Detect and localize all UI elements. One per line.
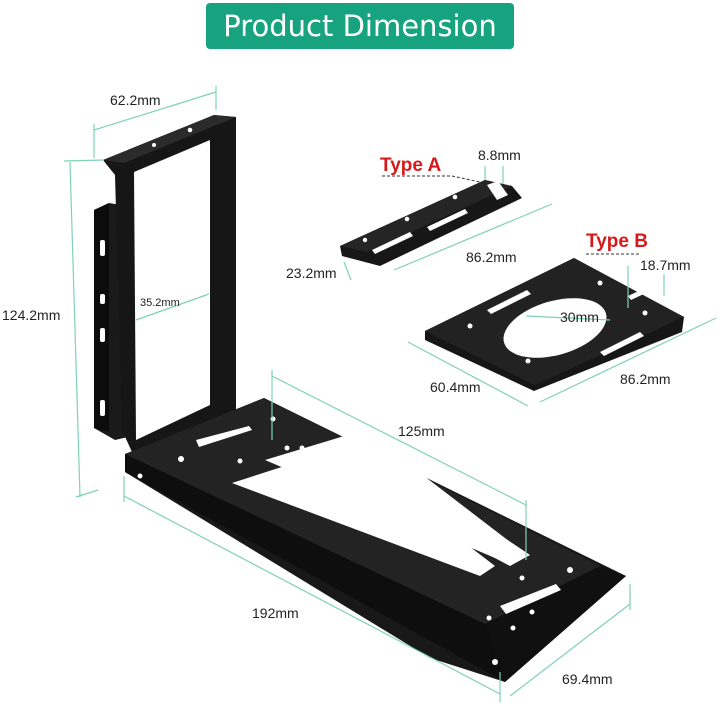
plate-b-width: 60.4mm	[430, 379, 481, 395]
plate-a-length: 86.2mm	[466, 249, 517, 265]
plate-a-label: Type A	[380, 155, 442, 176]
plate-a-drawing	[340, 180, 522, 266]
plate-b-label: Type B	[586, 231, 648, 252]
page-title: Product Dimension	[206, 3, 514, 49]
plate-b-hole: 30mm	[560, 309, 599, 325]
dim-slot-length: 125mm	[398, 423, 445, 439]
bracket-drawing	[94, 115, 626, 682]
dim-width-top: 62.2mm	[110, 92, 161, 108]
plate-a-slot-width: 8.8mm	[478, 147, 521, 163]
dim-base-width: 69.4mm	[562, 671, 613, 687]
plate-b-slot-width: 18.7mm	[640, 257, 691, 273]
dim-height: 124.2mm	[2, 307, 60, 323]
plate-b-length: 86.2mm	[620, 371, 671, 387]
dimension-lines	[63, 86, 717, 702]
plate-a-width: 23.2mm	[286, 265, 337, 281]
dim-inner-width: 35.2mm	[140, 297, 180, 309]
plate-b-drawing	[425, 258, 684, 391]
dim-base-length: 192mm	[252, 605, 299, 621]
